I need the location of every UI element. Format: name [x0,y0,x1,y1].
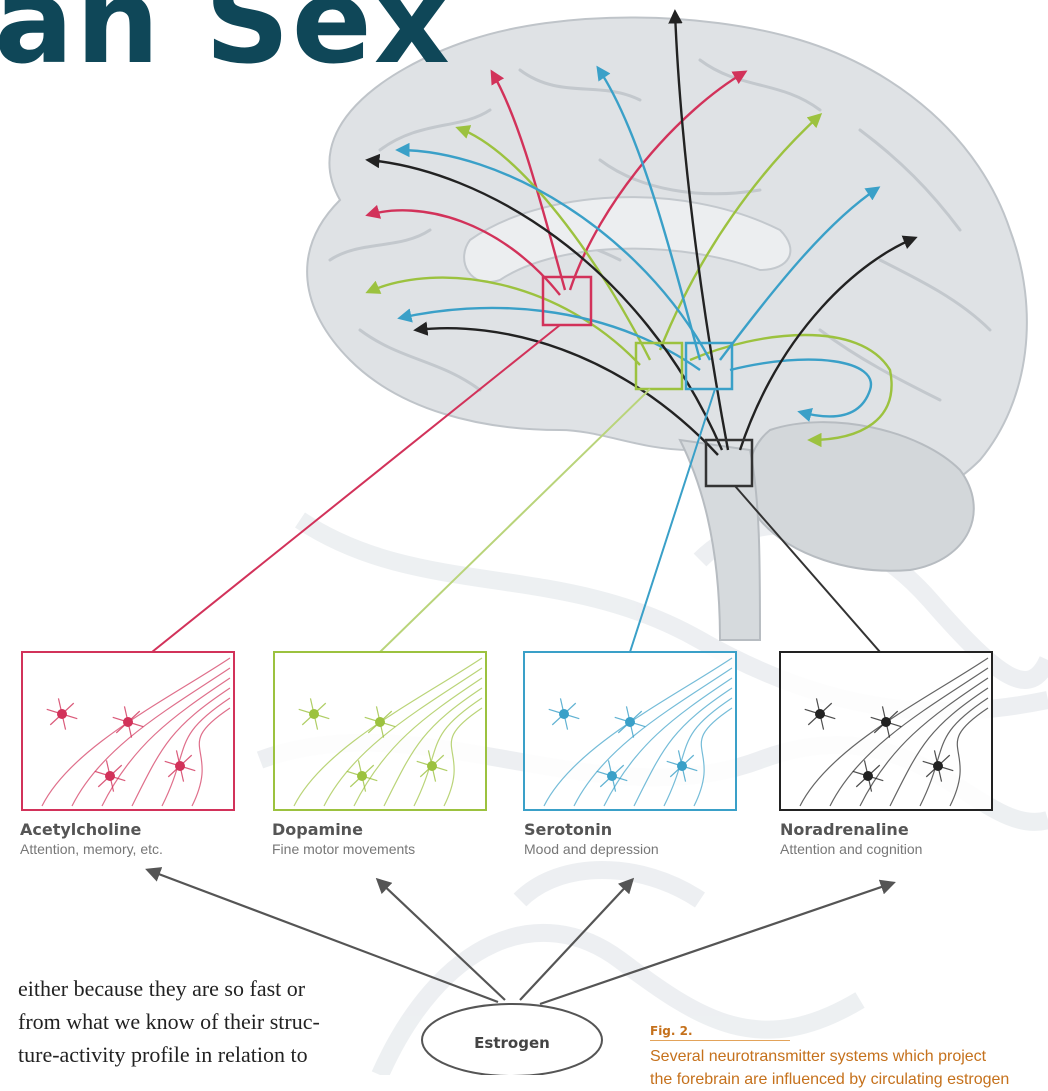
brain-illustration [307,18,1027,641]
body-text: either because they are so fast or from … [18,972,363,1071]
serotonin-function: Mood and depression [524,841,659,857]
noradrenaline-label: Noradrenaline Attention and cognition [780,820,922,857]
dopamine-name: Dopamine [272,820,415,839]
caption-line: Several neurotransmitter systems which p… [650,1045,1048,1068]
body-text-line: from what we know of their struc- [18,1005,363,1038]
acetylcholine-name: Acetylcholine [20,820,163,839]
article-title: an Sex [0,0,452,80]
caption-line: the forebrain are influenced by circulat… [650,1068,1048,1091]
dopamine-function: Fine motor movements [272,841,415,857]
serotonin-neuron-panel [524,652,736,810]
dopamine-label: Dopamine Fine motor movements [272,820,415,857]
figure-label: Fig. 2. [650,1024,790,1041]
estrogen-label: Estrogen [432,1034,592,1052]
body-text-line: either because they are so fast or [18,972,363,1005]
acetylcholine-neuron-panel [22,652,234,810]
dopamine-neuron-panel [274,652,486,810]
body-text-line: ture-activity profile in relation to [18,1038,363,1071]
cerebrum [307,18,1027,510]
serotonin-name: Serotonin [524,820,659,839]
brainstem [680,440,760,640]
noradrenaline-name: Noradrenaline [780,820,922,839]
serotonin-label: Serotonin Mood and depression [524,820,659,857]
acetylcholine-function: Attention, memory, etc. [20,841,163,857]
noradrenaline-function: Attention and cognition [780,841,922,857]
acetylcholine-label: Acetylcholine Attention, memory, etc. [20,820,163,857]
noradrenaline-neuron-panel [780,652,992,810]
figure-caption: Several neurotransmitter systems which p… [650,1045,1048,1091]
